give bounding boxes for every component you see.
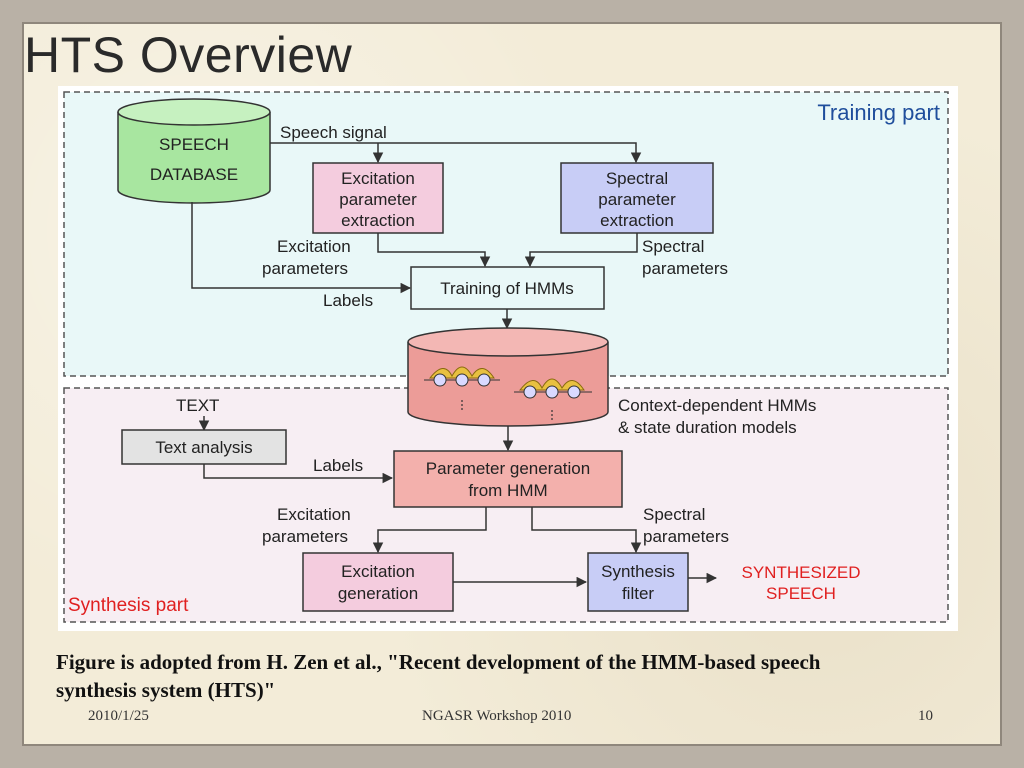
labels-top-arrow [191,202,412,294]
param-generation-box: Parameter generation from HMM [393,450,623,508]
excitation-params-bottom-2: parameters [262,527,348,546]
labels-bottom: Labels [313,456,363,475]
caption-line-1: Figure is adopted from H. Zen et al., "R… [56,650,821,674]
footer-page-number: 10 [918,708,933,724]
context-models-line-1: Context-dependent HMMs [618,396,816,415]
labels-top: Labels [323,291,373,310]
spectral-params-bottom-1: Spectral [643,505,705,524]
spectral-params-top-2: parameters [642,259,728,278]
slide-title: HTS Overview [24,27,353,83]
training-hmms-box: Training of HMMs [410,266,605,310]
spectral-extraction-box: Spectral parameter extraction [560,162,714,234]
slide-frame-inner [22,22,1002,746]
hmm-model-icon [514,378,592,399]
speech-signal-label: Speech signal [280,123,387,142]
param-generation-line-2: from HMM [468,481,547,500]
synthesis-part-label: Synthesis part [68,595,189,616]
excitation-extraction-line-3: extraction [341,211,415,230]
excitation-params-bottom-1: Excitation [277,505,351,524]
hmm-model-icon [424,366,500,387]
hmm-database [407,327,609,427]
spectral-params-arrow [524,233,638,268]
text-analysis-box: Text analysis [121,429,287,465]
synthesis-filter-line-1: Synthesis [601,562,675,581]
caption-line-2: synthesis system (HTS)" [56,678,276,702]
synthesized-speech-line-2: SPEECH [766,584,836,603]
param-generation-line-1: Parameter generation [426,459,590,478]
figure-caption: Figure is adopted from H. Zen et al., "R… [56,648,996,704]
speech-database-label-2: DATABASE [150,165,238,184]
excitation-params-top-2: parameters [262,259,348,278]
excitation-extraction-box: Excitation parameter extraction [312,162,444,234]
text-analysis-label: Text analysis [155,438,252,457]
labels-bottom-arrow [203,464,394,484]
footer-event: NGASR Workshop 2010 [422,708,572,724]
excitation-extraction-line-2: parameter [339,190,417,209]
text-input-label: TEXT [176,396,219,415]
training-hmms-label: Training of HMMs [440,279,574,298]
speech-database: SPEECH DATABASE [117,98,271,204]
context-models-line-2: & state duration models [618,418,797,437]
spectral-params-bottom-arrow [531,507,642,554]
footer-date: 2010/1/25 [88,708,149,724]
excitation-params-bottom-arrow [372,507,487,554]
excitation-generation-line-1: Excitation [341,562,415,581]
spectral-params-top-1: Spectral [642,237,704,256]
excitation-params-arrow [377,233,491,268]
synthesized-speech-line-1: SYNTHESIZED [741,563,860,582]
speech-database-label-1: SPEECH [159,135,229,154]
excitation-generation-box: Excitation generation [302,552,454,612]
synthesis-filter-box: Synthesis filter [587,552,689,612]
excitation-params-top-1: Excitation [277,237,351,256]
spectral-extraction-line-3: extraction [600,211,674,230]
excitation-extraction-line-1: Excitation [341,169,415,188]
spectral-extraction-line-2: parameter [598,190,676,209]
spectral-extraction-line-1: Spectral [606,169,668,188]
synthesis-filter-line-2: filter [622,584,654,603]
excitation-generation-line-2: generation [338,584,418,603]
spectral-params-bottom-2: parameters [643,527,729,546]
training-part-label: Training part [817,100,940,125]
speech-signal-arrow [270,142,642,164]
